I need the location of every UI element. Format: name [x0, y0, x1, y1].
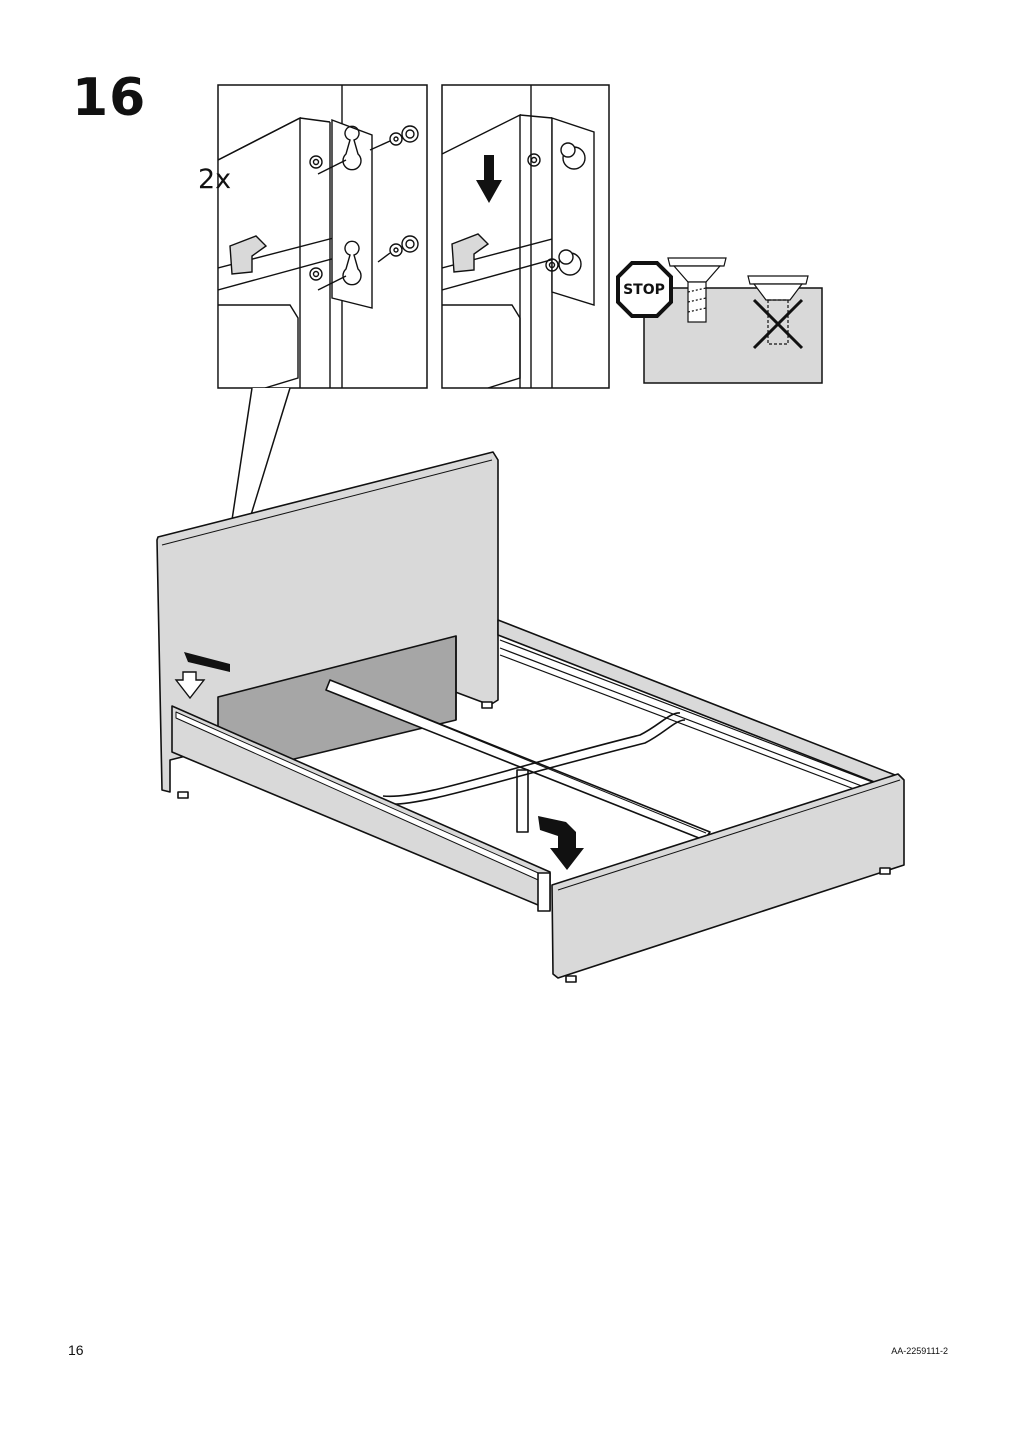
detail-panel-hooks: 2x — [198, 84, 428, 389]
correct-screw-icon — [667, 257, 727, 323]
cross-icon — [752, 298, 804, 350]
headboard-insert-arrow-icon — [174, 652, 230, 700]
document-code: AA-2259111-2 — [891, 1346, 948, 1356]
stop-warning: STOP — [616, 257, 823, 384]
stop-label: STOP — [623, 282, 665, 298]
footboard-insert-arrow-icon — [538, 816, 584, 870]
bed-frame-illustration — [156, 451, 905, 983]
wrong-screw-icon — [747, 275, 809, 345]
detail-panel-press-down — [441, 84, 610, 389]
down-arrow-icon — [476, 155, 502, 203]
page-number: 16 — [68, 1342, 84, 1358]
stop-sign-icon — [616, 261, 673, 318]
quantity-label: 2x — [198, 164, 231, 195]
step-number: 16 — [72, 68, 147, 128]
